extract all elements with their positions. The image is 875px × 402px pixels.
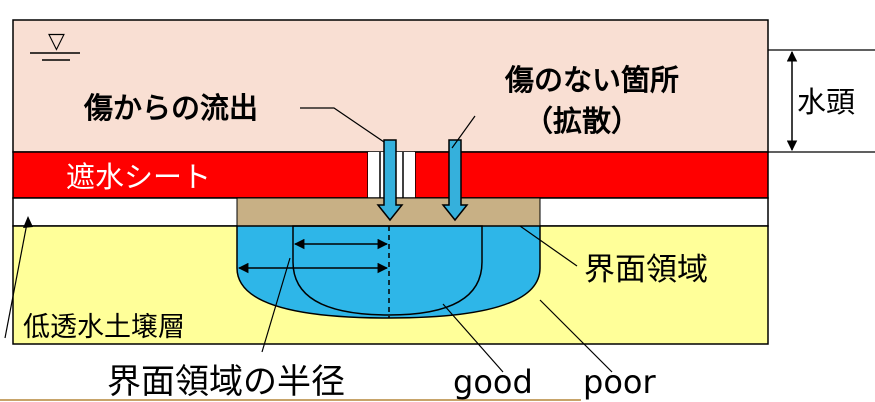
label-undamaged-location: 傷のない箇所 — [504, 63, 679, 97]
leader-poor — [539, 299, 613, 373]
water-level-symbol: ▽ — [48, 29, 65, 54]
leader-gap — [4, 217, 29, 339]
leader-radius — [261, 257, 291, 353]
label-interface-region-radius: 界面領域の半径 — [107, 362, 345, 402]
label-diffusion: （拡散） — [524, 104, 640, 138]
leak-flow-arrow — [376, 139, 404, 222]
leader-interface — [519, 225, 578, 267]
label-leak-from-damage: 傷からの流出 — [83, 91, 258, 125]
water-layer — [12, 19, 769, 153]
diffusion-flow-arrow — [441, 139, 469, 222]
leader-leak — [300, 107, 385, 143]
leader-undamaged — [451, 115, 476, 149]
label-low-permeability-soil: 低透水土壌層 — [23, 312, 185, 343]
liner-sheet-right — [414, 151, 769, 199]
leader-gap-head — [23, 216, 33, 228]
liner-sheet-left — [12, 151, 369, 199]
leader-good — [442, 303, 504, 373]
label-hydraulic-head: 水頭 — [797, 85, 855, 119]
label-good: good — [453, 363, 533, 401]
label-interface-region: 界面領域 — [584, 252, 708, 288]
label-poor: poor — [583, 363, 656, 401]
interface-region-good — [292, 225, 483, 316]
label-liner-sheet: 遮水シート — [66, 160, 211, 194]
